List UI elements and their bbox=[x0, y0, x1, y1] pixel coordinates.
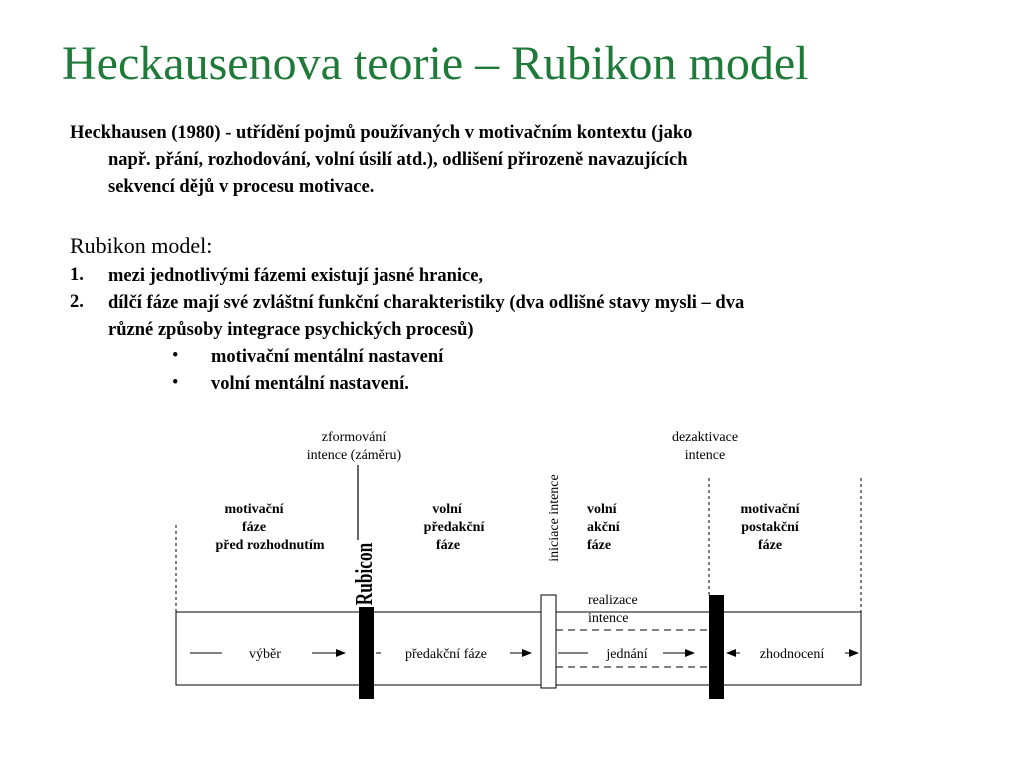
phase-volitional-action-line-3: fáze bbox=[587, 538, 611, 553]
point-2-number: 2. bbox=[70, 292, 84, 312]
point-2-text-line-1: dílčí fáze mají své zvláštní funkční cha… bbox=[108, 293, 745, 313]
action-label: jednání bbox=[605, 647, 647, 662]
phase-volitional-action-line-2: akční bbox=[587, 520, 621, 535]
formation-label-line-1: zformování bbox=[322, 430, 387, 445]
intro-line-1: Heckhausen (1980) - utřídění pojmů použí… bbox=[70, 123, 693, 143]
phase-motivational-pre-line-1: motivační bbox=[224, 502, 284, 517]
phase-motivational-pre-line-3: před rozhodnutím bbox=[215, 538, 324, 553]
phase-volitional-preaction-line-2: předakční bbox=[424, 520, 486, 535]
phase-motivational-pre-line-2: fáze bbox=[242, 520, 266, 535]
initiation-box bbox=[540, 594, 557, 689]
bullet-2-marker: • bbox=[172, 373, 179, 393]
point-1-number: 1. bbox=[70, 265, 84, 285]
realization-label-line-2: intence bbox=[588, 611, 628, 626]
realization-label-line-1: realizace bbox=[588, 593, 638, 608]
rubicon-label: Rubicon bbox=[350, 542, 378, 605]
choice-label: výběr bbox=[249, 647, 281, 662]
phase-volitional-preaction-line-3: fáze bbox=[436, 538, 460, 553]
bullet-1-text: motivační mentální nastavení bbox=[211, 347, 444, 367]
bullet-2-text: volní mentální nastavení. bbox=[211, 374, 409, 394]
intro-line-3: sekvencí dějů v procesu motivace. bbox=[108, 177, 375, 197]
evaluation-label: zhodnocení bbox=[760, 647, 825, 662]
phase-motivational-post-line-3: fáze bbox=[758, 538, 782, 553]
deactivation-bar bbox=[709, 595, 724, 699]
point-2-text-line-2: různé způsoby integrace psychických proc… bbox=[108, 320, 474, 340]
initiation-label: iniciace intence bbox=[547, 474, 562, 561]
phase-volitional-preaction-line-1: volní bbox=[432, 502, 463, 517]
bullet-1-marker: • bbox=[172, 346, 179, 366]
intro-line-2: např. přání, rozhodování, volní úsilí at… bbox=[108, 150, 688, 170]
phase-motivational-post-line-2: postakční bbox=[741, 520, 800, 535]
slide-title: Heckausenova teorie – Rubikon model bbox=[62, 37, 809, 90]
formation-label-line-2: intence (záměru) bbox=[307, 448, 402, 463]
point-1-text: mezi jednotlivými fázemi existují jasné … bbox=[108, 266, 484, 286]
process-band bbox=[175, 611, 862, 686]
phase-motivational-post-line-1: motivační bbox=[740, 502, 800, 517]
phase-volitional-action-line-1: volní bbox=[587, 502, 618, 517]
deactivation-label-line-1: dezaktivace bbox=[672, 430, 738, 445]
model-heading: Rubikon model: bbox=[70, 233, 213, 258]
deactivation-label-line-2: intence bbox=[685, 448, 725, 463]
preaction-label: předakční fáze bbox=[405, 647, 487, 662]
rubicon-bar bbox=[359, 607, 374, 699]
